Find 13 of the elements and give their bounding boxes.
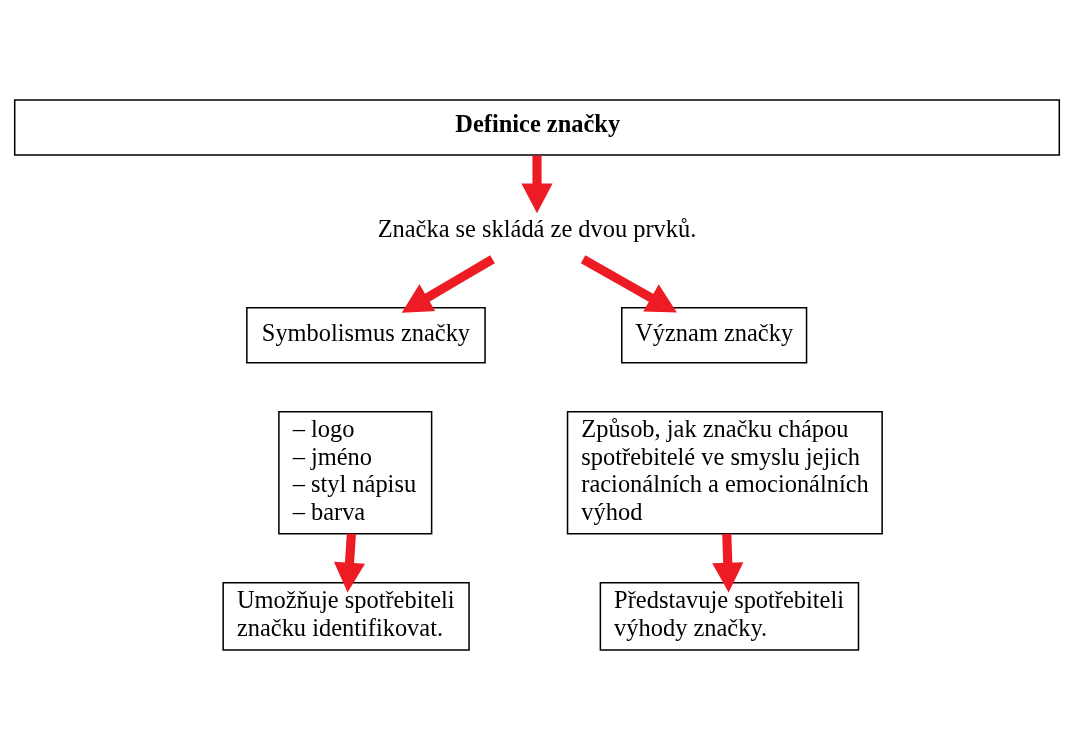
node-box: Definice značky	[13, 98, 1061, 156]
arrow	[521, 155, 553, 213]
node-box: Symbolismus značky	[246, 306, 486, 364]
arrow	[333, 533, 366, 592]
node-box: Způsob, jak značku chápou spotřebitelé ve smyslu jejich racionálních a emocionálních výhod	[566, 410, 883, 535]
arrow	[401, 254, 495, 313]
arrow	[580, 254, 677, 313]
node-box: – logo – jméno – styl nápisu – barva	[278, 410, 433, 535]
node-box: Umožňuje spotřebiteli značku identifikovat.	[222, 581, 470, 651]
node-text: Značka se skládá ze dvou prvků.	[377, 214, 697, 242]
node-box: Představuje spotřebiteli výhody značky.	[599, 581, 860, 651]
node-box: Význam značky	[621, 306, 808, 364]
arrow	[712, 533, 744, 592]
